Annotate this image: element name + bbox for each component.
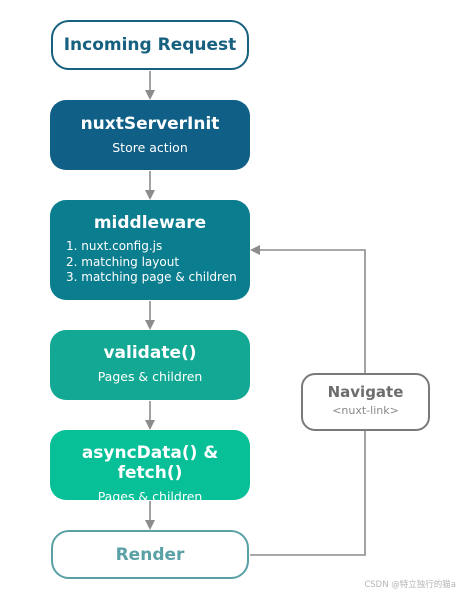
middleware-list-item: 1. nuxt.config.js	[66, 239, 163, 253]
nuxt-server-init-node: nuxtServerInit Store action	[50, 100, 250, 170]
middleware-list-item: 3. matching page & children	[66, 270, 237, 284]
async-data-fetch-title: asyncData() & fetch()	[81, 443, 219, 483]
async-data-fetch-node: asyncData() & fetch() Pages & children	[50, 430, 250, 504]
incoming-request-title: Incoming Request	[63, 35, 237, 55]
middleware-title: middleware	[93, 213, 207, 233]
middleware-list-item: 2. matching layout	[66, 254, 180, 269]
async-data-fetch-subtitle: Pages & children	[97, 489, 203, 504]
nuxt-server-init-subtitle: Store action	[112, 140, 188, 155]
validate-title: validate()	[103, 343, 197, 363]
render-title: Render	[115, 545, 185, 565]
middleware-node: middleware 1. nuxt.config.js 2. matching…	[50, 200, 250, 300]
validate-subtitle: Pages & children	[97, 369, 203, 384]
render-node: Render	[51, 530, 249, 579]
middleware-list: 1. nuxt.config.js 2. matching layout 3. …	[66, 239, 250, 286]
validate-node: validate() Pages & children	[50, 330, 250, 400]
watermark: CSDN @特立独行的猫a	[364, 580, 456, 590]
incoming-request-node: Incoming Request	[51, 20, 249, 70]
navigate-node: Navigate <nuxt-link>	[301, 373, 430, 431]
navigate-subtitle: <nuxt-link>	[332, 404, 399, 417]
nuxt-server-init-title: nuxtServerInit	[80, 114, 220, 134]
navigate-title: Navigate	[327, 383, 404, 401]
